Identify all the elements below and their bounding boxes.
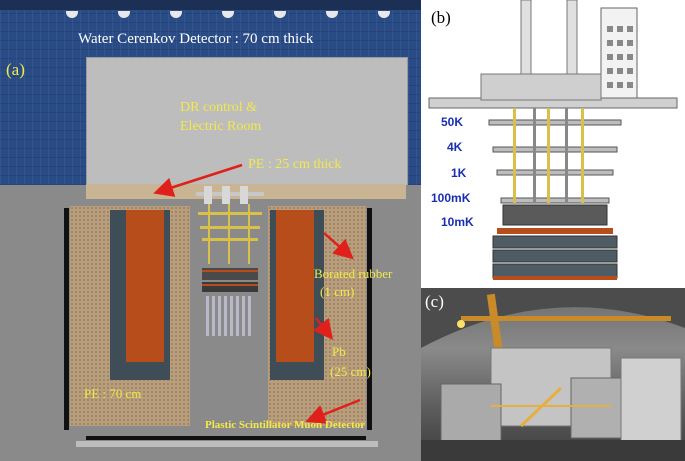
ceiling-lamp-icon — [118, 11, 130, 18]
stage-label-4k: 4K — [447, 140, 463, 154]
ceiling-lamp-icon — [274, 11, 286, 18]
stage-label-1k: 1K — [451, 166, 467, 180]
pb-thickness: (25 cm) — [330, 364, 371, 379]
shielding-diagram-panel: (a) Water Cerenkov Detector : 70 cm thic… — [0, 0, 421, 461]
stage-label-10mk: 10mK — [441, 215, 474, 229]
panel-b-label: (b) — [431, 8, 451, 27]
ceiling-lamp-icon — [222, 11, 234, 18]
cryostat-schematic — [196, 186, 264, 336]
dr-control-label-line1: DR control & — [180, 100, 257, 115]
ceiling-bar — [0, 0, 421, 10]
lab-photo-illustration — [421, 288, 685, 461]
annotation-arrows — [153, 163, 361, 424]
muon-detector-left — [64, 208, 69, 430]
water-cerenkov-label: Water Cerenkov Detector : 70 cm thick — [78, 31, 314, 47]
ceiling-lamp-icon — [378, 11, 390, 18]
ceiling-lamp-icon — [170, 11, 182, 18]
dilution-refrigerator-drawing — [428, 0, 678, 280]
muon-detector-right — [367, 208, 372, 430]
muon-detector-bottom — [86, 436, 366, 440]
lead-shield-left — [126, 210, 164, 362]
muon-detector-label: Plastic Scintillator Muon Detector — [205, 419, 366, 431]
stage-label-100mk: 100mK — [431, 191, 471, 205]
lead-shield-right — [276, 210, 314, 362]
borated-rubber-thickness: (1 cm) — [320, 284, 355, 299]
floor-platform — [76, 441, 378, 447]
ceiling-lamp-icon — [66, 11, 78, 18]
pb-label: Pb — [332, 344, 346, 359]
dr-control-label-line2: Electric Room — [180, 119, 262, 134]
tunnel-photo-panel: (c) — [421, 288, 685, 461]
panel-a-label: (a) — [6, 60, 25, 79]
stage-label-50k: 50K — [441, 115, 464, 129]
pe-side-label: PE : 70 cm — [84, 386, 142, 401]
cryostat-panel: (b) 50K 4K 1K 100mK 10mK — [421, 0, 685, 288]
borated-rubber-label: Borated rubber — [314, 266, 393, 281]
ceiling-lamp-icon — [326, 11, 338, 18]
panel-c-label: (c) — [425, 292, 444, 311]
pe-top-label: PE : 25 cm thick — [248, 157, 342, 172]
